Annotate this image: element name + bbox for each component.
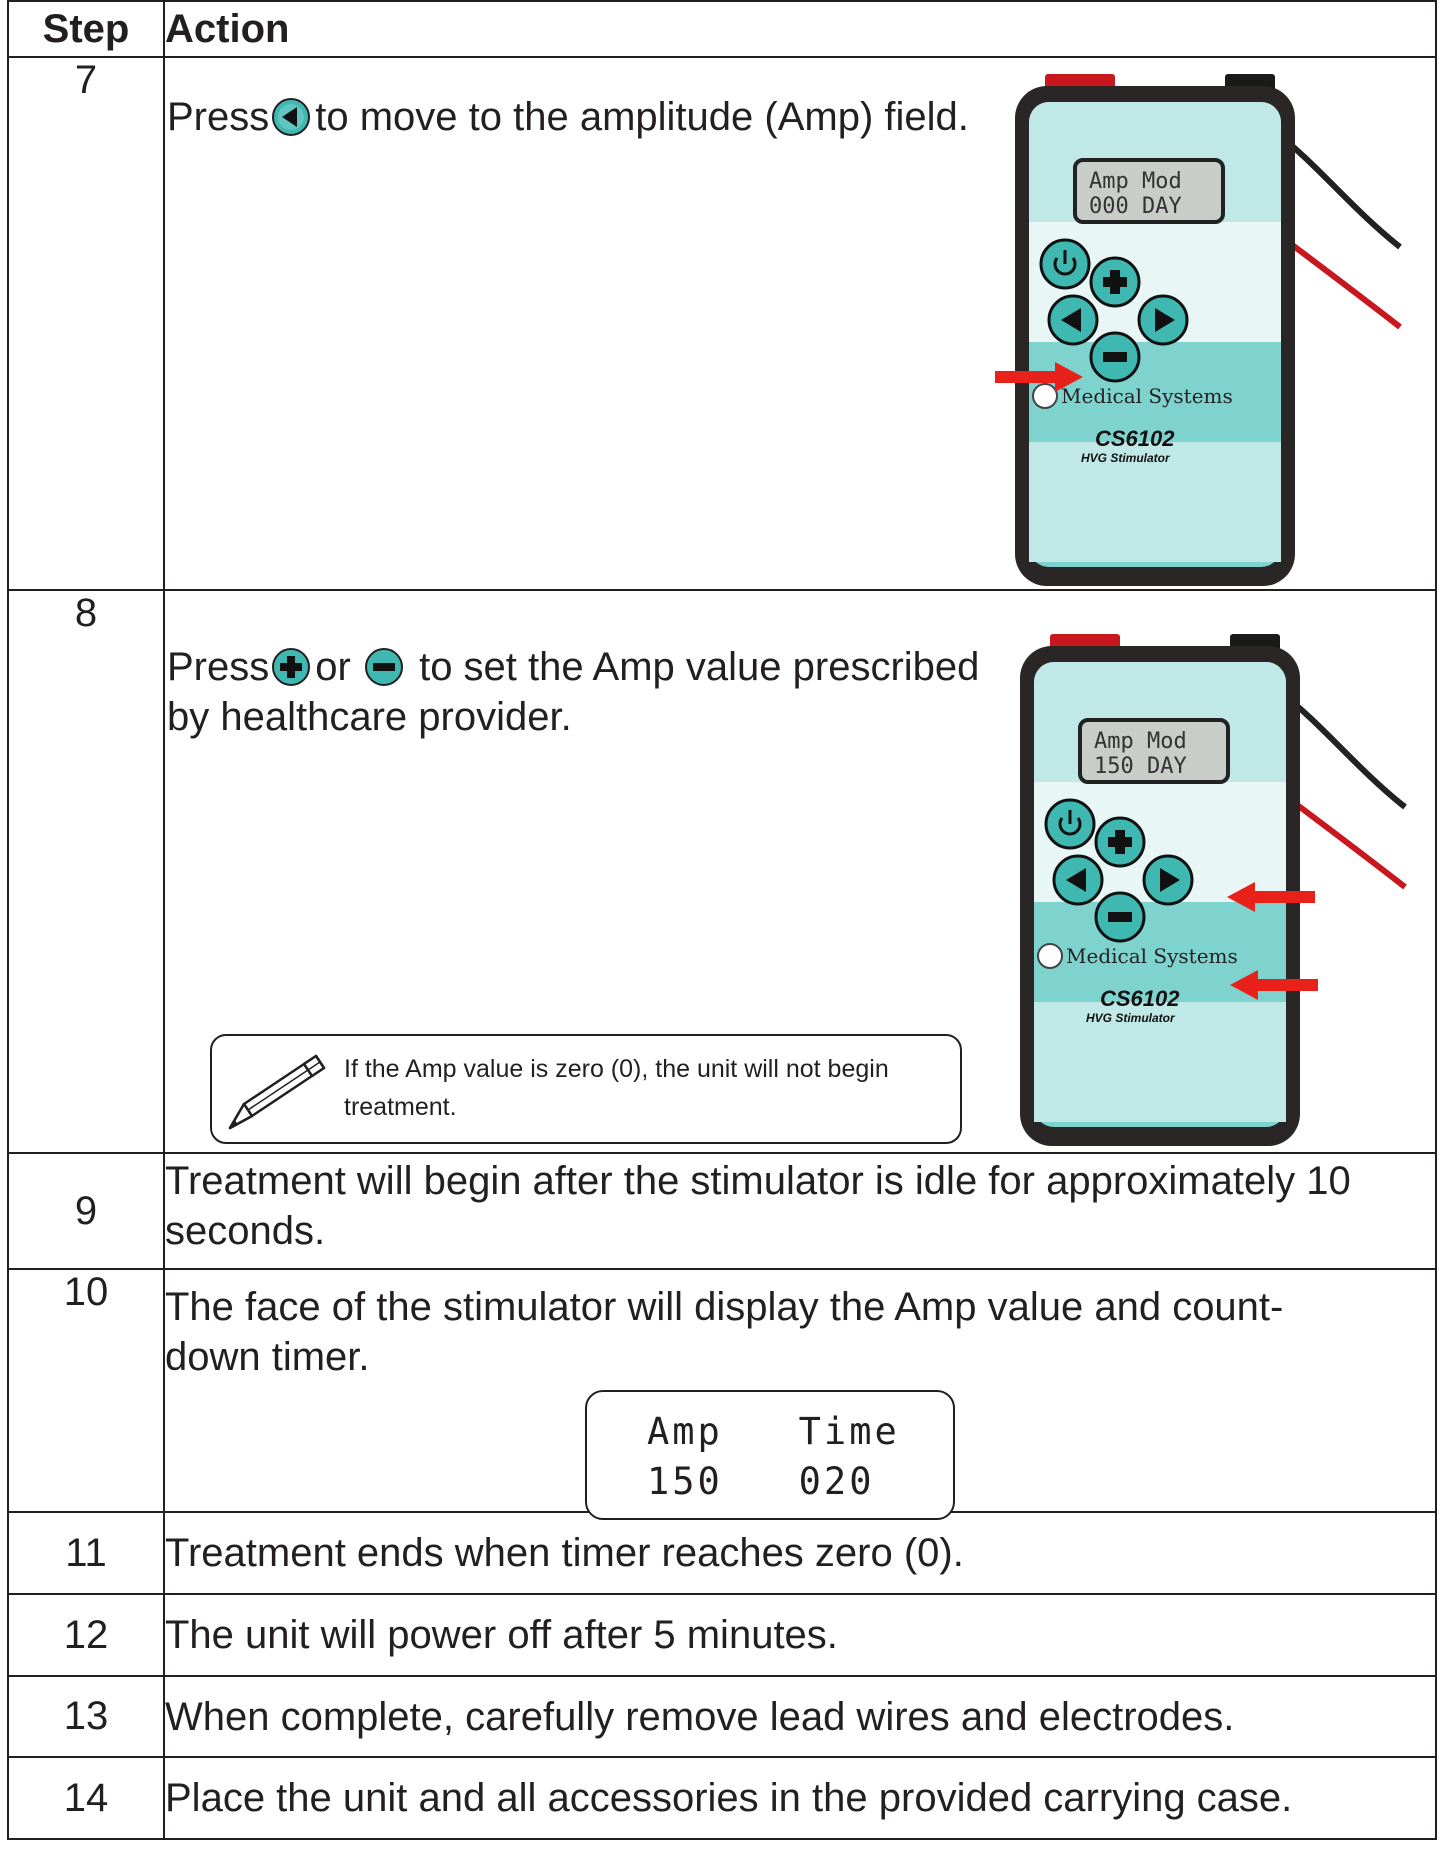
table-row: 14 Place the unit and all accessories in… (7, 1756, 1437, 1840)
step-7-text-part1: Press (167, 95, 270, 139)
step-7-text: Press to move to the amplitude (Amp) fiel… (167, 92, 987, 142)
action-text: The face of the stimulator will display … (165, 1285, 1284, 1379)
action-cell: Treatment will begin after the stimulato… (163, 1152, 1437, 1270)
action-text: Treatment ends when timer reaches zero (… (165, 1531, 964, 1575)
red-arrow-icon (1225, 882, 1315, 917)
device-subtitle: HVG Stimulator (1081, 451, 1171, 465)
plus-button-icon (271, 647, 311, 687)
step-8-text: Press or to set the Amp value prescribed … (167, 642, 987, 742)
minus-button-icon (364, 647, 404, 687)
step-8-text-part1: Press (167, 645, 270, 689)
device-lcd-line1: Amp Mod (1089, 169, 1182, 194)
step-8-text-or: or (315, 645, 351, 689)
table-row: 11 Treatment ends when timer reaches zer… (7, 1511, 1437, 1595)
note-box: If the Amp value is zero (0), the unit w… (210, 1034, 962, 1144)
step-number: 12 (7, 1593, 165, 1677)
header-step: Step (7, 0, 165, 58)
timer-display-box: Amp Time 150 020 (585, 1390, 955, 1520)
table-row: 12 The unit will power off after 5 minut… (7, 1593, 1437, 1677)
device-subtitle: HVG Stimulator (1086, 1011, 1176, 1025)
pencil-icon (220, 1048, 330, 1134)
display-line-1: Amp Time (647, 1410, 900, 1453)
step-number: 8 (7, 589, 165, 1154)
device-brand: Medical Systems (1066, 944, 1238, 968)
red-arrow-icon (1228, 970, 1318, 1005)
action-cell: When complete, carefully remove lead wir… (163, 1675, 1437, 1758)
device-model: CS6102 (1095, 426, 1175, 451)
step-number: 11 (7, 1511, 165, 1595)
red-arrow-icon (995, 362, 1085, 397)
device-model: CS6102 (1100, 986, 1180, 1011)
step-number: 13 (7, 1675, 165, 1758)
step-number: 14 (7, 1756, 165, 1840)
table-row: 13 When complete, carefully remove lead … (7, 1675, 1437, 1758)
header-action: Action (163, 0, 1437, 58)
action-text: Place the unit and all accessories in th… (165, 1776, 1293, 1820)
table-header-row: Step Action (7, 0, 1437, 58)
stimulator-device-image: Amp Mod 150 DAY Medical Systems CS6102 H… (990, 622, 1440, 1147)
step-number: 7 (7, 56, 165, 591)
display-line-2: 150 020 (647, 1460, 875, 1503)
action-text: The unit will power off after 5 minutes. (165, 1613, 838, 1657)
action-text: Treatment will begin after the stimulato… (165, 1159, 1351, 1253)
device-lcd-line2: 150 DAY (1094, 754, 1187, 779)
step-8-text-part2: to set the Amp value prescribed by healt… (167, 645, 980, 739)
left-arrow-button-icon (271, 97, 311, 137)
device-lcd-line2: 000 DAY (1089, 194, 1182, 219)
step-number: 10 (7, 1268, 165, 1513)
device-lcd-line1: Amp Mod (1094, 729, 1187, 754)
stimulator-device-image: Amp Mod 000 DAY Medical Systems CS6102 H… (985, 62, 1435, 587)
device-brand: Medical Systems (1061, 384, 1233, 408)
step-number: 9 (7, 1152, 165, 1270)
action-cell: Treatment ends when timer reaches zero (… (163, 1511, 1437, 1595)
action-cell: Place the unit and all accessories in th… (163, 1756, 1437, 1840)
note-text: If the Amp value is zero (0), the unit w… (344, 1055, 889, 1121)
table-row: 9 Treatment will begin after the stimula… (7, 1152, 1437, 1270)
step-7-text-part2: to move to the amplitude (Amp) field. (315, 95, 969, 139)
action-text: When complete, carefully remove lead wir… (165, 1694, 1235, 1739)
action-cell: The unit will power off after 5 minutes. (163, 1593, 1437, 1677)
